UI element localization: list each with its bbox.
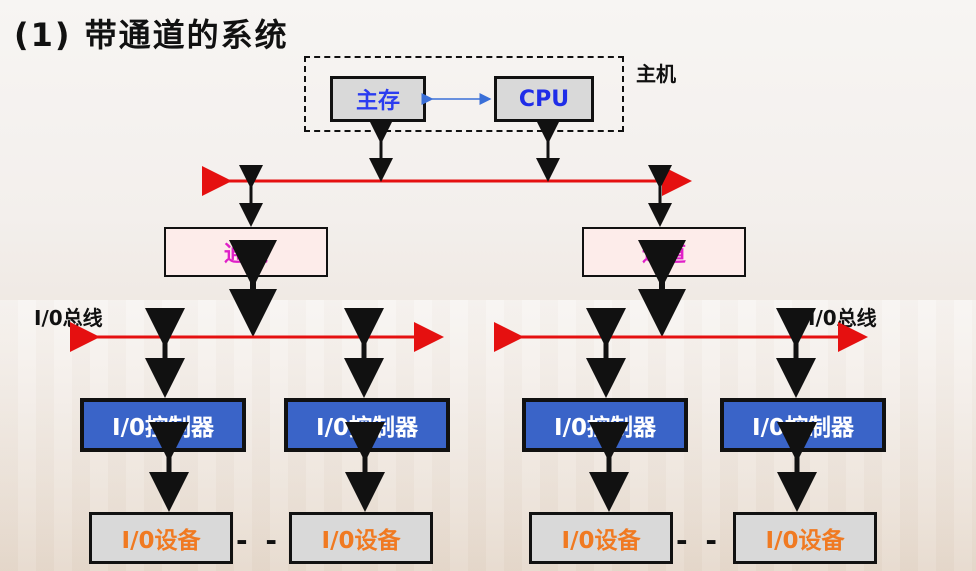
- host-boundary: [304, 56, 624, 132]
- io-device-3: I/0设备: [529, 512, 673, 564]
- io-device-1: I/0设备: [89, 512, 233, 564]
- host-label: 主机: [636, 62, 676, 86]
- device-separator-right: - -: [676, 524, 721, 557]
- io-device-4: I/0设备: [733, 512, 877, 564]
- page-title: (1) 带通道的系统: [14, 16, 289, 54]
- io-device-2: I/0设备: [289, 512, 433, 564]
- device-separator-left: - -: [236, 524, 281, 557]
